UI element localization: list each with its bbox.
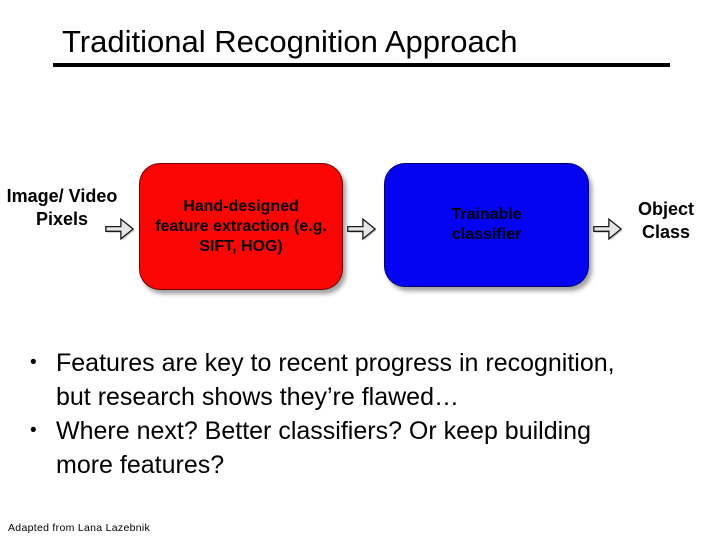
arrow-right-icon — [347, 217, 377, 241]
list-item: • Features are key to recent progress in… — [30, 346, 702, 414]
output-label: Object Class — [637, 199, 694, 242]
page-title: Traditional Recognition Approach — [62, 24, 518, 59]
attribution-text: Adapted from Lana Lazebnik — [8, 522, 151, 534]
list-item: • Where next? Better classifiers? Or kee… — [30, 414, 702, 482]
bullet-text: Where next? Better classifiers? Or keep … — [56, 417, 591, 479]
bullet-text: Features are key to recent progress in r… — [56, 349, 615, 411]
bullet-icon: • — [30, 352, 37, 373]
arrow-right-icon — [593, 217, 623, 241]
trainable-classifier-box: Trainable classifier — [384, 163, 589, 287]
bullet-list: • Features are key to recent progress in… — [30, 346, 702, 482]
input-label: Image/ Video Pixels — [6, 186, 118, 229]
title-underline — [53, 63, 670, 67]
feature-extraction-box: Hand-designed feature extraction (e.g. S… — [139, 163, 343, 290]
bullet-icon: • — [30, 420, 37, 441]
arrow-right-icon — [105, 217, 135, 241]
